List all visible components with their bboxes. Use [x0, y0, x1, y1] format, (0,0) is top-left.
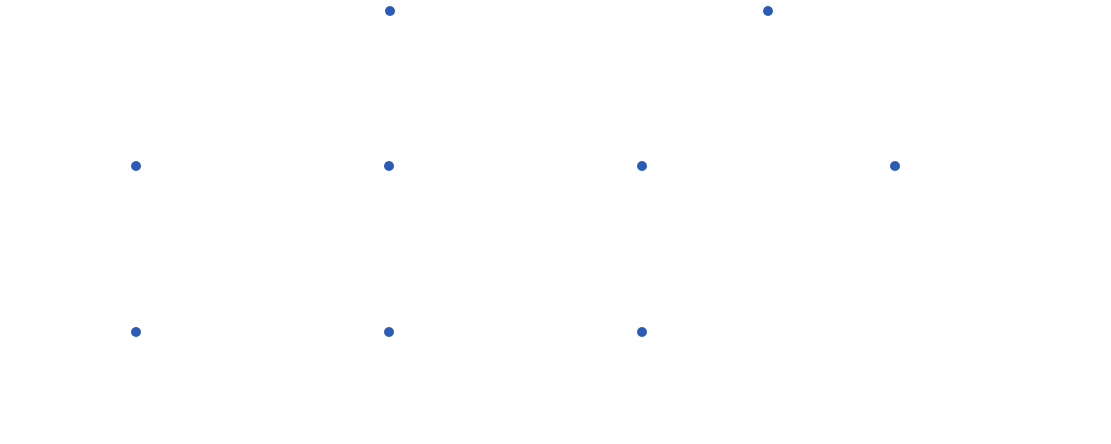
dot-icon	[384, 161, 394, 171]
dot-icon	[384, 327, 394, 337]
dot-icon	[637, 327, 647, 337]
dot-icon	[637, 161, 647, 171]
dot-icon	[890, 161, 900, 171]
dot-icon	[763, 6, 773, 16]
dot-icon	[131, 327, 141, 337]
dot-icon	[131, 161, 141, 171]
dot-icon	[385, 6, 395, 16]
